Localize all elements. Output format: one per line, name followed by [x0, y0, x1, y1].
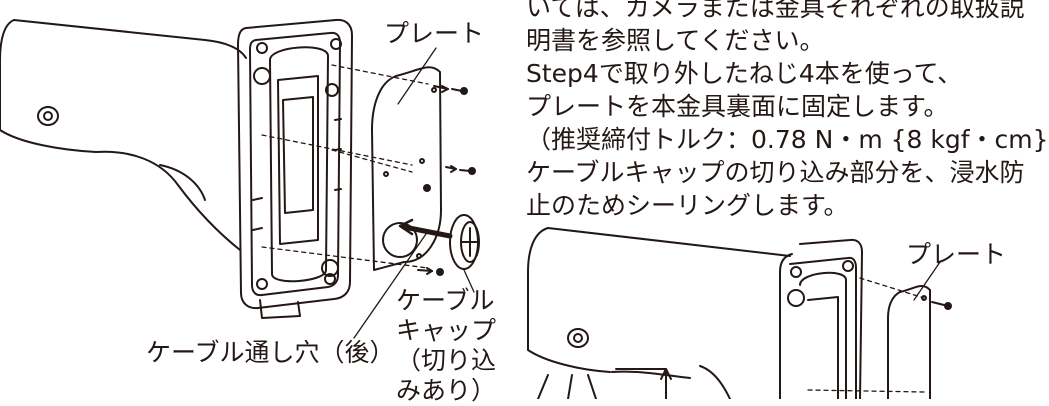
- mounting-base-1: [237, 18, 353, 319]
- instruction-line: いては、カメラまたは金具それぞれの取扱説: [526, 0, 1025, 22]
- bracket-arm-1: [0, 19, 247, 251]
- bracket-arm-2: [527, 227, 791, 399]
- screws-2: [931, 301, 952, 310]
- instruction-line: （推奨締付トルク：0.78 N・m {8 kgf・cm}）: [526, 125, 1049, 154]
- instruction-line: 止のためシーリングします。: [526, 191, 849, 220]
- plate-label: プレート: [384, 19, 485, 48]
- cable-cap-label-line: ケーブル: [396, 286, 495, 315]
- cable-cap-1: [449, 214, 480, 270]
- mounting-base-2: [779, 238, 863, 399]
- leader-lines-1: [353, 47, 475, 339]
- instruction-line: Step4で取り外したねじ4本を使って、: [526, 59, 963, 88]
- instruction-line: プレートを本金具裏面に固定します。: [526, 92, 949, 121]
- cable-cap-label-line: （切り込: [396, 346, 497, 375]
- instruction-text: いては、カメラまたは金具それぞれの取扱説 明書を参照してください。 Step4で…: [526, 0, 1049, 222]
- cable-cap-label-line: みあり）: [396, 376, 497, 405]
- instruction-line: ケーブルキャップの切り込み部分を、浸水防: [526, 158, 1025, 187]
- plate-label-2: プレート: [906, 240, 1007, 269]
- insert-arrow: [401, 224, 453, 239]
- cable-cap-label-line: キャップ: [396, 316, 497, 345]
- leader-line-2: [913, 261, 941, 301]
- screws-1: [417, 85, 476, 276]
- plate-1: [371, 66, 442, 271]
- instruction-line: 明書を参照してください。: [526, 26, 825, 55]
- cable-hole-label: ケーブル通し穴（後）: [146, 338, 395, 367]
- alignment-lines-1: [261, 64, 429, 269]
- plate-2: [887, 285, 931, 399]
- alignment-lines-2: [807, 277, 925, 393]
